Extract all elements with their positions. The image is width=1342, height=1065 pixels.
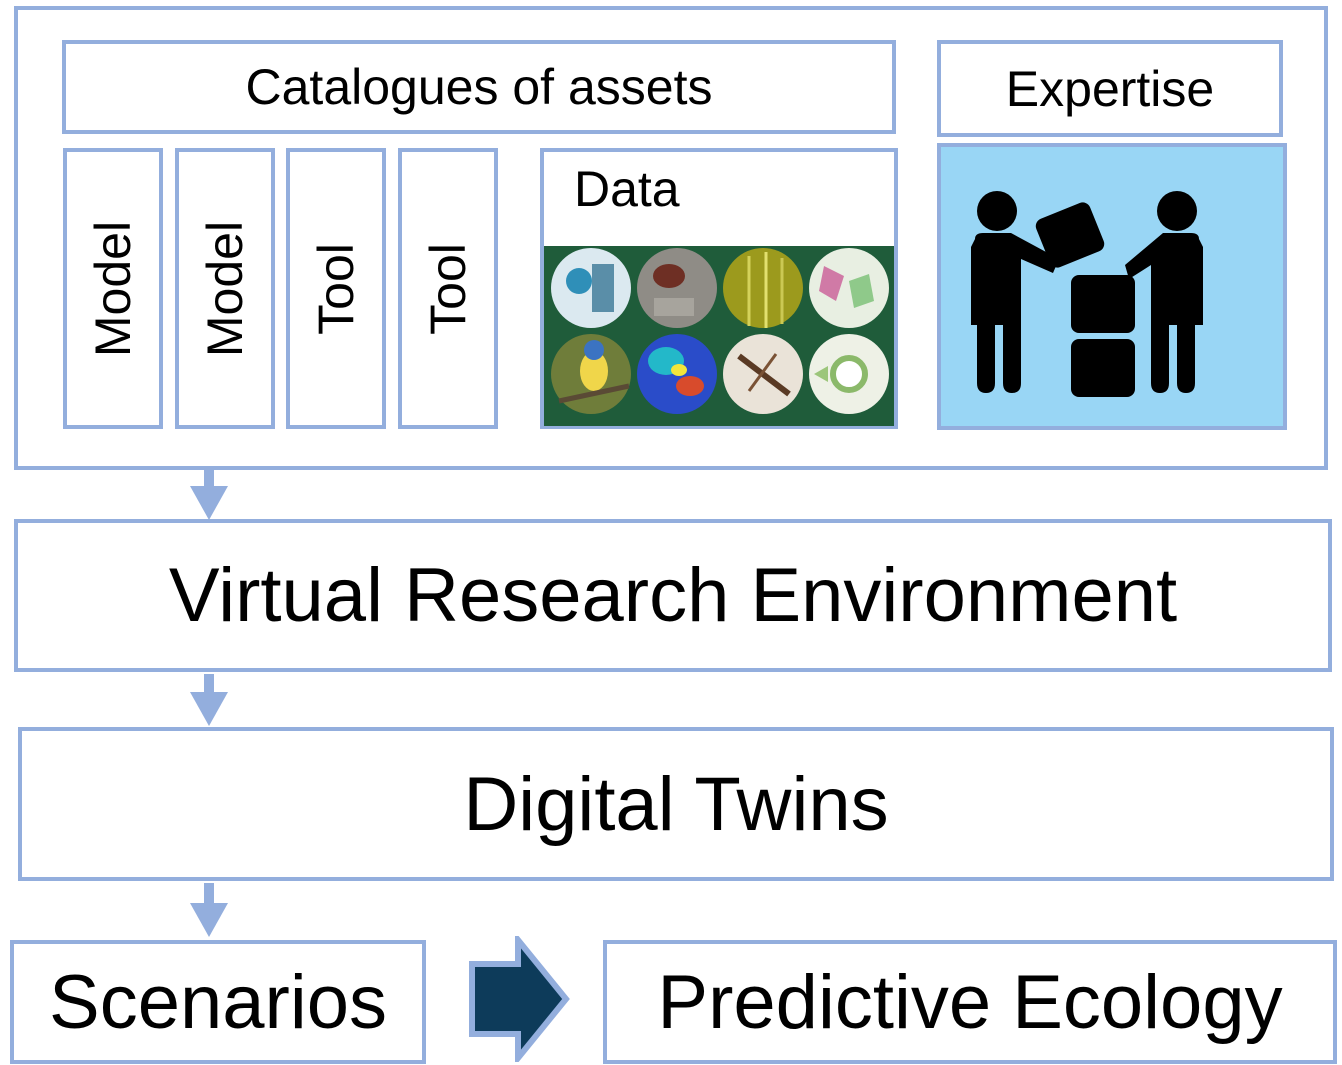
arrow-down-icon	[190, 470, 228, 520]
twins-label: Digital Twins	[463, 761, 889, 847]
beach-photo	[637, 248, 717, 328]
asset-label: Tool	[308, 242, 364, 335]
scenarios: Scenarios	[10, 940, 426, 1064]
grass-photo	[723, 248, 803, 328]
arrow-down-icon	[190, 883, 228, 937]
expertise-title: Expertise	[1005, 60, 1215, 117]
predictive-ecology: Predictive Ecology	[603, 940, 1337, 1064]
predictive-label: Predictive Ecology	[657, 959, 1283, 1045]
map-photo	[809, 248, 889, 328]
lab-photo	[551, 248, 631, 328]
asset-tool-2: Tool	[398, 148, 498, 429]
expertise-header: Expertise	[937, 40, 1283, 137]
bird-photo	[551, 334, 631, 414]
catalogues-title: Catalogues of assets	[245, 59, 713, 115]
arrow-right-icon	[469, 936, 570, 1062]
insect-photo	[723, 334, 803, 414]
asset-tool-1: Tool	[286, 148, 386, 429]
arrow-down-icon	[190, 674, 228, 726]
asset-label: Model	[85, 220, 141, 357]
expertise-panel	[937, 143, 1287, 430]
asset-model-1: Model	[63, 148, 163, 429]
data-label: Data	[574, 161, 680, 217]
people-exchanging-blocks-icon	[971, 191, 1203, 397]
data-photo-collage	[544, 246, 894, 426]
vre-label: Virtual Research Environment	[168, 553, 1178, 638]
infographic-photo	[809, 334, 889, 414]
catalogues-header: Catalogues of assets	[62, 40, 896, 134]
asset-label: Tool	[420, 242, 476, 335]
digital-twins: Digital Twins	[18, 727, 1334, 881]
scenarios-label: Scenarios	[49, 959, 387, 1045]
asset-model-2: Model	[175, 148, 275, 429]
asset-label: Model	[197, 220, 253, 357]
ocean-map-photo	[637, 334, 717, 414]
virtual-research-environment: Virtual Research Environment	[14, 519, 1332, 672]
